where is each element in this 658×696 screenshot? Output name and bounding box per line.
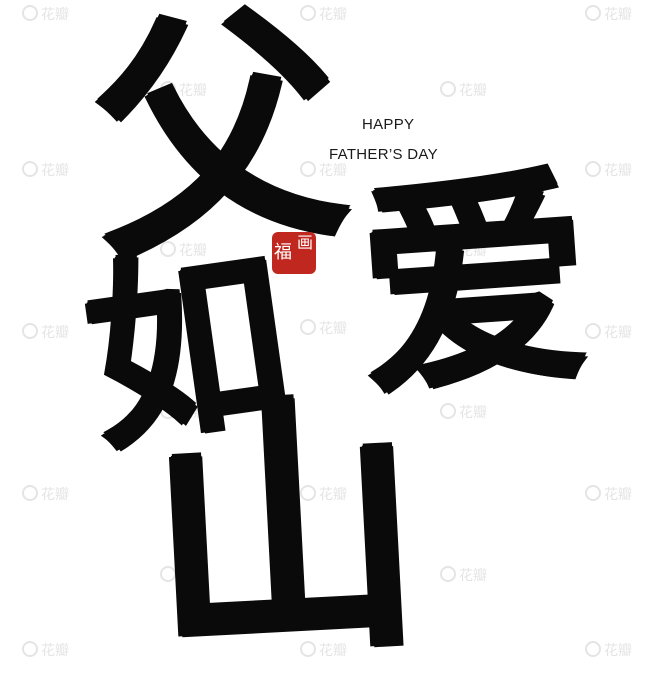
- watermark-logo-icon: [585, 5, 601, 21]
- red-seal-stamp: 画 福: [272, 232, 316, 274]
- watermark: 花瓣: [585, 4, 632, 24]
- watermark-logo-icon: [585, 161, 601, 177]
- caption-line-fathers-day: FATHER’S DAY: [329, 146, 438, 163]
- seal-char: 福: [274, 242, 292, 263]
- watermark: 花瓣: [22, 484, 69, 504]
- watermark: 花瓣: [300, 318, 347, 338]
- watermark-logo-icon: [300, 319, 316, 335]
- watermark: 花瓣: [440, 565, 487, 585]
- watermark-logo-icon: [585, 485, 601, 501]
- watermark-logo-icon: [585, 641, 601, 657]
- watermark: 花瓣: [585, 484, 632, 504]
- watermark-logo-icon: [22, 485, 38, 501]
- seal-char: 画: [296, 232, 313, 252]
- watermark: 花瓣: [22, 322, 69, 342]
- watermark: 花瓣: [440, 80, 487, 100]
- watermark-logo-icon: [22, 641, 38, 657]
- artwork-canvas: 花瓣 花瓣 花瓣 花瓣 花瓣 花瓣 花瓣 花瓣 花瓣 花瓣 花瓣 花瓣 花瓣 花…: [22, 0, 632, 696]
- watermark-logo-icon: [440, 566, 456, 582]
- watermark: 花瓣: [585, 640, 632, 660]
- watermark: 花瓣: [22, 4, 69, 24]
- watermark: 花瓣: [22, 160, 69, 180]
- calligraphy-char-shan: 山: [141, 364, 429, 696]
- watermark-logo-icon: [22, 161, 38, 177]
- watermark: 花瓣: [22, 640, 69, 660]
- watermark-logo-icon: [22, 5, 38, 21]
- caption-line-happy: HAPPY: [362, 116, 415, 133]
- watermark-logo-icon: [440, 81, 456, 97]
- watermark-logo-icon: [22, 323, 38, 339]
- watermark: 花瓣: [585, 160, 632, 180]
